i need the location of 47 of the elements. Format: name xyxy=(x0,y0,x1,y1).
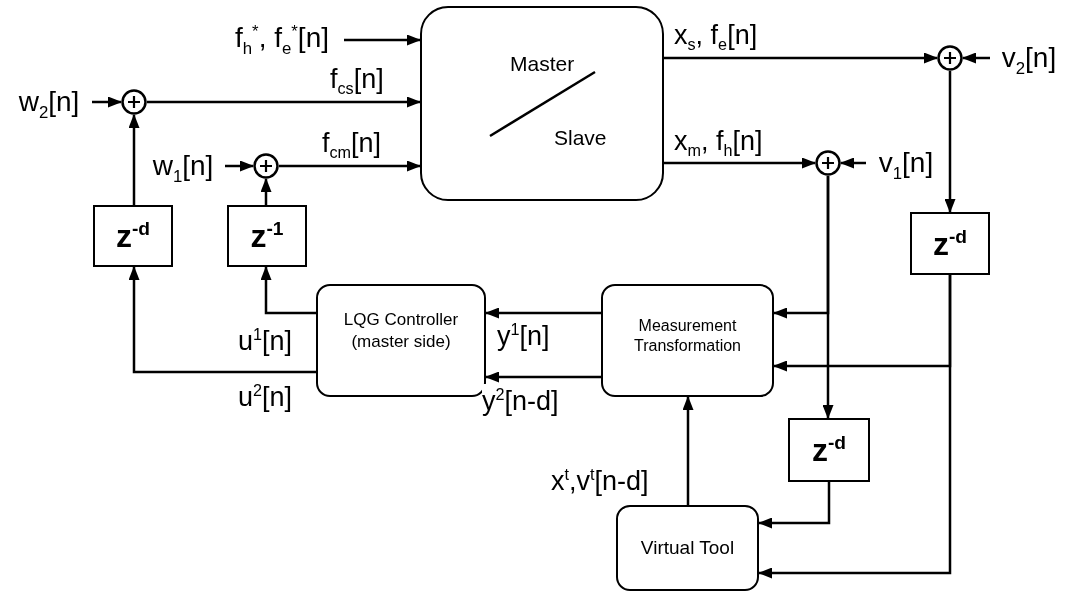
signal-arrow xyxy=(664,52,938,64)
signal-arrow xyxy=(485,371,601,383)
delay-box xyxy=(227,205,307,267)
delay-box xyxy=(93,205,173,267)
box-label: Master xyxy=(510,52,575,76)
process-box xyxy=(601,284,774,397)
box-label: Slave xyxy=(554,126,607,150)
signal-arrow xyxy=(822,176,834,419)
signal-arrow xyxy=(962,52,990,64)
delay-box xyxy=(910,212,990,275)
signal-label: f$_{h}$$^{*}$, f$_{e}$$^{*}$[n] xyxy=(220,18,344,58)
signal-arrow xyxy=(225,160,254,172)
signal-arrow xyxy=(344,34,421,46)
edge-label: y$^{2}$[n-d] xyxy=(482,384,559,418)
box-label: LQG Controller (master side) xyxy=(342,309,460,352)
summing-junction xyxy=(815,150,841,176)
signal-arrow xyxy=(944,71,956,213)
signal-arrow xyxy=(128,266,316,374)
summing-junction xyxy=(121,89,147,115)
signal-arrow xyxy=(485,307,601,319)
signal-arrow xyxy=(260,178,272,205)
signal-arrow xyxy=(279,160,421,172)
delay-label: z$^{-d}$ xyxy=(115,218,151,254)
delay-label: z$^{-d}$ xyxy=(811,432,847,468)
box-label: Virtual Tool xyxy=(639,536,736,560)
signal-arrow xyxy=(147,96,421,108)
signal-arrow xyxy=(840,157,866,169)
signal-arrow xyxy=(128,114,140,205)
process-box xyxy=(616,505,759,591)
signal-arrow xyxy=(664,157,816,169)
delay-label: z$^{-1}$ xyxy=(250,218,284,254)
signal-label: v$_{1}$[n] xyxy=(866,143,946,183)
signal-arrow xyxy=(758,482,831,529)
delay-label: z$^{-d}$ xyxy=(932,225,968,262)
signal-label: v$_{2}$[n] xyxy=(990,38,1068,78)
signal-arrow xyxy=(92,96,122,108)
signal-label: w$_{1}$[n] xyxy=(141,146,225,186)
signal-arrow xyxy=(260,266,316,315)
summing-junction xyxy=(253,153,279,179)
box-label: Measurement Transformation xyxy=(633,315,742,356)
signal-arrow xyxy=(682,396,694,505)
signal-arrow xyxy=(758,275,952,579)
delay-box xyxy=(788,418,870,482)
signal-label: w$_{2}$[n] xyxy=(6,82,92,122)
process-box xyxy=(316,284,486,397)
summing-junction xyxy=(937,45,963,71)
process-box xyxy=(420,6,664,201)
